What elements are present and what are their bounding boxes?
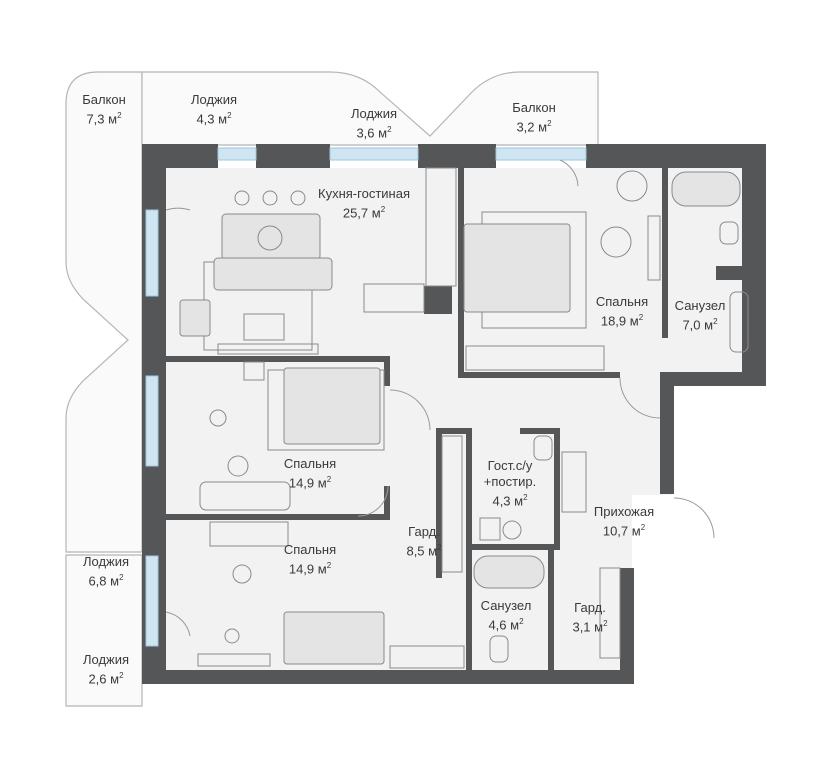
room-label-wardrobe-mid: Гард. 8,5 м2 — [406, 524, 442, 559]
bedroom-low-furniture — [197, 521, 385, 667]
kitchen-living-furniture — [179, 167, 457, 355]
room-label-wardrobe-small: Гард. 3,1 м2 — [572, 600, 608, 635]
room-label-balkon-left: Балкон 7,3 м2 — [82, 92, 126, 127]
room-label-hall: Прихожая 10,7 м2 — [593, 504, 655, 539]
bedroom-main-furniture — [463, 170, 661, 371]
room-label-bedroom-mid: Спальня 14,9 м2 — [283, 456, 337, 491]
bath-fixtures-small — [473, 435, 553, 663]
doors — [165, 159, 715, 637]
room-label-bath-main: Санузел 7,0 м2 — [674, 298, 726, 333]
room-label-lodzhia-top1: Лоджия 4,3 м2 — [190, 92, 238, 127]
room-label-guest-wc: Гост.с/у +постир. 4,3 м2 — [483, 458, 537, 509]
room-label-bedroom-low: Спальня 14,9 м2 — [283, 542, 337, 577]
room-label-kitchen: Кухня-гостиная 25,7 м2 — [318, 186, 410, 221]
room-label-lodzhia-bottom: Лоджия 2,6 м2 — [82, 652, 130, 687]
room-label-bath-small: Санузел 4,6 м2 — [480, 598, 532, 633]
room-label-balkon-right: Балкон 3,2 м2 — [512, 100, 556, 135]
bedroom-mid-furniture — [199, 361, 385, 511]
room-label-lodzhia-top2: Лоджия 3,6 м2 — [350, 106, 398, 141]
loggia-top-outline — [141, 71, 599, 146]
interior-walls — [166, 168, 750, 670]
windows — [145, 147, 587, 647]
bath-main-fixtures — [671, 171, 749, 353]
loggia-bottom-left-outline — [65, 554, 143, 707]
balcony-left-outline — [65, 71, 143, 553]
room-label-lodzhia-left: Лоджия 6,8 м2 — [82, 554, 130, 589]
wardrobes — [389, 435, 621, 669]
room-label-bedroom-main: Спальня 18,9 м2 — [595, 294, 649, 329]
